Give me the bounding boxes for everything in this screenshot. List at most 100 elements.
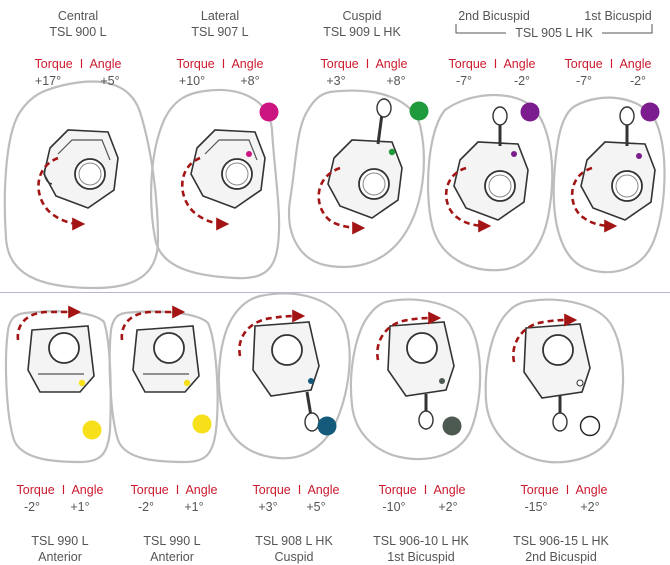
torque-value: +3° [258, 500, 278, 514]
angle-value: +2° [438, 500, 458, 514]
angle-value: -2° [629, 74, 647, 88]
tooth-name-2nd-bicuspid: 2nd Bicuspid [458, 9, 530, 23]
tooth-name-cuspid: Cuspid [342, 9, 382, 23]
color-dot-bottom-4 [579, 415, 601, 437]
tooth-outline-1st-bicuspid-lower [349, 298, 482, 461]
tooth-outline-lateral [150, 88, 281, 280]
rotation-arrow-1st-bicuspid [570, 166, 618, 233]
tooth-code-2nd-bicuspid-lower: TSL 906-15 L HK [513, 534, 609, 548]
torque-value: -2° [23, 500, 41, 514]
tooth-outline-2nd-bicuspid [426, 93, 554, 272]
color-dot-top-4 [640, 102, 660, 122]
tooth-name-anterior-1: Anterior [38, 550, 82, 564]
torque-label: Torque [130, 483, 169, 497]
tooth-name-1st-bicuspid-lower: 1st Bicuspid [387, 550, 455, 564]
angle-label: Angle [89, 57, 122, 71]
tooth-name-anterior-2: Anterior [150, 550, 194, 564]
separator: I [297, 483, 302, 497]
angle-value: +1° [70, 500, 90, 514]
bracket-anterior-2 [132, 325, 200, 393]
color-dot-top-1 [259, 102, 279, 122]
rotation-arrow-cuspid [317, 166, 366, 235]
bracket-1st-bicuspid [580, 106, 656, 221]
torque-value: +10° [178, 74, 206, 88]
angle-label: Angle [71, 483, 104, 497]
separator: I [609, 57, 614, 71]
color-code-dots [82, 101, 660, 440]
tooth-name-central: Central [57, 9, 99, 23]
torque-label: Torque [520, 483, 559, 497]
tooth-name-cuspid-lower: Cuspid [274, 550, 314, 564]
separator: I [493, 57, 498, 71]
bracket-anterior-1 [27, 325, 95, 393]
angle-label: Angle [619, 57, 652, 71]
torque-value: -2° [137, 500, 155, 514]
color-dot-top-3 [520, 102, 540, 122]
separator: I [79, 57, 84, 71]
tooth-outline-central [3, 80, 160, 290]
angle-label: Angle [231, 57, 264, 71]
bracket-2nd-bicuspid [453, 106, 529, 221]
color-dot-bottom-1 [192, 414, 212, 434]
bracket-cuspid [327, 98, 403, 219]
torque-value: -7° [575, 74, 593, 88]
tooth-code-1st-bicuspid-lower: TSL 906-10 L HK [373, 534, 469, 548]
separator: I [221, 57, 226, 71]
angle-value: +8° [386, 74, 406, 88]
angle-value: +1° [184, 500, 204, 514]
tooth-outline-cuspid [287, 89, 425, 269]
tooth-name-1st-bicuspid: 1st Bicuspid [584, 9, 652, 23]
angle-value: +2° [580, 500, 600, 514]
bracket-cuspid-lower [252, 321, 320, 432]
color-dot-bottom-0 [82, 420, 102, 440]
tooth-name-lateral: Lateral [200, 9, 240, 23]
tooth-outline-2nd-bicuspid-lower [484, 298, 625, 464]
torque-label: Torque [378, 483, 417, 497]
angle-label: Angle [575, 483, 608, 497]
torque-label: Torque [34, 57, 73, 71]
torque-label: Torque [16, 483, 55, 497]
color-dot-bottom-3 [442, 416, 462, 436]
torque-value: +3° [326, 74, 346, 88]
bracket-1st-bicuspid-lower [387, 321, 455, 430]
angle-label: Angle [185, 483, 218, 497]
angle-value: +5° [100, 74, 120, 88]
bicuspid-shared-code: TSL 905 L HK [506, 26, 602, 41]
torque-label: Torque [564, 57, 603, 71]
rotation-arrows [16, 156, 618, 363]
bracket-lateral [190, 129, 266, 209]
tooth-code-central: TSL 900 L [49, 25, 107, 39]
tooth-outline-anterior-1 [4, 310, 112, 464]
tooth-name-2nd-bicuspid-lower: 2nd Bicuspid [525, 550, 597, 564]
torque-value: -7° [455, 74, 473, 88]
tooth-code-cuspid-lower: TSL 908 L HK [255, 534, 333, 548]
torque-label: Torque [176, 57, 215, 71]
torque-label: Torque [252, 483, 291, 497]
rotation-arrow-anterior-2 [120, 305, 186, 341]
angle-label: Angle [375, 57, 408, 71]
tooth-outline-cuspid-lower [217, 292, 351, 460]
torque-label: Torque [448, 57, 487, 71]
bracket-central [43, 129, 119, 209]
rotation-arrow-anterior-1 [16, 305, 82, 341]
tooth-code-anterior-1: TSL 990 L [31, 534, 89, 548]
tooth-outline-anterior-2 [108, 310, 219, 464]
separator: I [423, 483, 428, 497]
angle-label: Angle [433, 483, 466, 497]
color-dot-top-2 [409, 101, 429, 121]
tooth-code-lateral: TSL 907 L [191, 25, 249, 39]
angle-value: -2° [513, 74, 531, 88]
torque-value: -10° [382, 500, 406, 514]
bicuspid-group-bracket [455, 24, 653, 34]
bracket-2nd-bicuspid-lower [523, 323, 591, 432]
separator: I [61, 483, 66, 497]
angle-label: Angle [503, 57, 536, 71]
row-divider [0, 292, 670, 293]
torque-value: +17° [34, 74, 62, 88]
torque-label: Torque [320, 57, 359, 71]
torque-value: -15° [524, 500, 548, 514]
separator: I [365, 57, 370, 71]
rotation-arrow-2nd-bicuspid [444, 166, 492, 233]
tooth-code-anterior-2: TSL 990 L [143, 534, 201, 548]
tooth-code-cuspid: TSL 909 L HK [323, 25, 401, 39]
